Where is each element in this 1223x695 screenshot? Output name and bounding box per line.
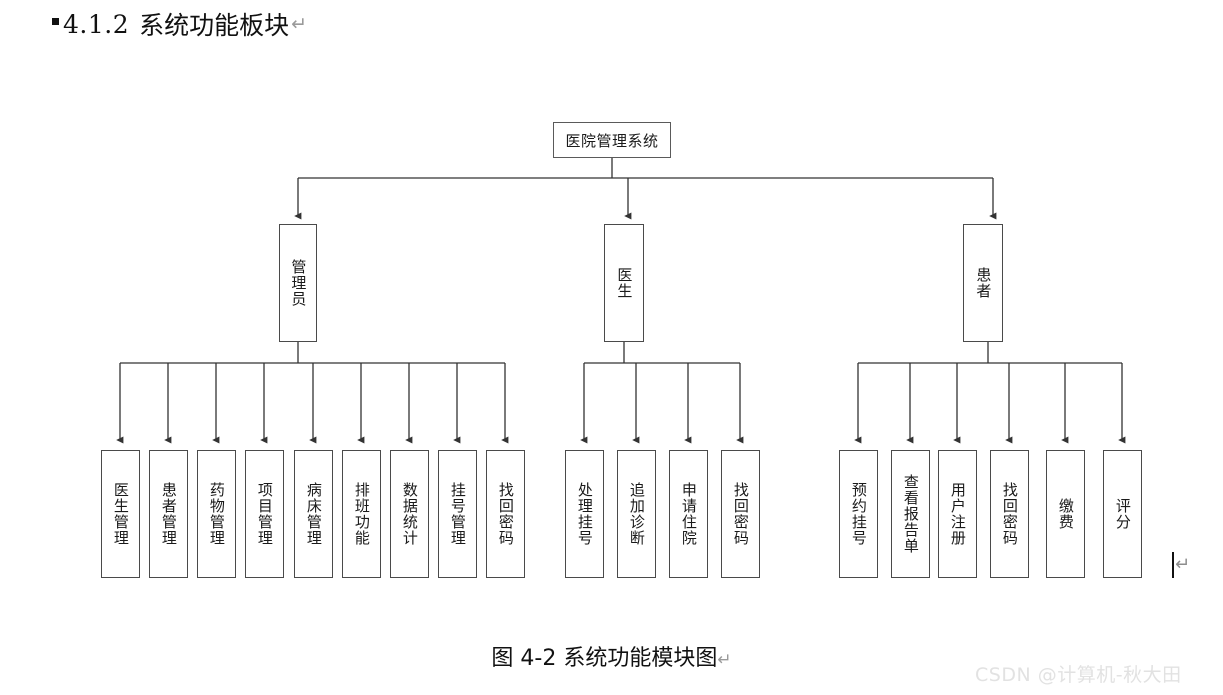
pilcrow-icon: ↵ — [291, 13, 308, 35]
page-heading: 4.1.2 系统功能板块 ↵ — [52, 6, 307, 42]
leaf-user-registration[interactable]: 用户注册 — [938, 450, 977, 578]
node-label: 申请住院 — [679, 482, 698, 546]
leaf-patient-retrieve-password[interactable]: 找回密码 — [990, 450, 1029, 578]
square-bullet-icon — [52, 17, 59, 25]
node-label: 排班功能 — [352, 482, 371, 546]
leaf-payment[interactable]: 缴费 — [1046, 450, 1085, 578]
watermark: CSDN @计算机-秋大田 — [975, 664, 1182, 686]
node-label: 医生 — [615, 267, 634, 299]
leaf-apply-hospitalization[interactable]: 申请住院 — [669, 450, 708, 578]
leaf-doctor-retrieve-password[interactable]: 找回密码 — [721, 450, 760, 578]
leaf-rating[interactable]: 评分 — [1103, 450, 1142, 578]
figure-caption: 图 4-2 系统功能模块图↵ — [0, 640, 1223, 672]
leaf-add-diagnosis[interactable]: 追加诊断 — [617, 450, 656, 578]
node-label: 找回密码 — [496, 482, 515, 546]
leaf-drug-management[interactable]: 药物管理 — [197, 450, 236, 578]
heading-title: 系统功能板块 — [139, 11, 290, 40]
node-label: 追加诊断 — [627, 482, 646, 546]
leaf-admin-retrieve-password[interactable]: 找回密码 — [486, 450, 525, 578]
node-label: 管理员 — [289, 259, 308, 307]
node-label: 用户注册 — [948, 482, 967, 546]
pilcrow-icon: ↵ — [717, 650, 732, 670]
figure-caption-text: 图 4-2 系统功能模块图 — [491, 646, 718, 671]
leaf-scheduling-function[interactable]: 排班功能 — [342, 450, 381, 578]
node-label: 查看报告单 — [901, 474, 920, 554]
node-label: 找回密码 — [1000, 482, 1019, 546]
node-label: 医院管理系统 — [565, 131, 659, 150]
leaf-registration-management[interactable]: 挂号管理 — [438, 450, 477, 578]
heading-number: 4.1.2 — [63, 9, 130, 39]
leaf-doctor-management[interactable]: 医生管理 — [101, 450, 140, 578]
node-label: 挂号管理 — [448, 482, 467, 546]
leaf-data-statistics[interactable]: 数据统计 — [390, 450, 429, 578]
leaf-process-registration[interactable]: 处理挂号 — [565, 450, 604, 578]
node-label: 患者管理 — [159, 482, 178, 546]
text-caret: ↵ — [1172, 552, 1190, 578]
node-root-hospital-management-system[interactable]: 医院管理系统 — [553, 122, 671, 158]
node-label: 预约挂号 — [849, 482, 868, 546]
leaf-patient-management[interactable]: 患者管理 — [149, 450, 188, 578]
node-label: 数据统计 — [400, 482, 419, 546]
node-admin[interactable]: 管理员 — [279, 224, 317, 342]
node-label: 医生管理 — [111, 482, 130, 546]
leaf-bed-management[interactable]: 病床管理 — [294, 450, 333, 578]
node-label: 病床管理 — [304, 482, 323, 546]
leaf-project-management[interactable]: 项目管理 — [245, 450, 284, 578]
node-label: 评分 — [1113, 498, 1132, 530]
caret-bar-icon — [1172, 552, 1174, 578]
leaf-view-report[interactable]: 查看报告单 — [891, 450, 930, 578]
node-label: 处理挂号 — [575, 482, 594, 546]
node-label: 缴费 — [1056, 498, 1075, 530]
node-label: 药物管理 — [207, 482, 226, 546]
leaf-appointment-registration[interactable]: 预约挂号 — [839, 450, 878, 578]
pilcrow-icon: ↵ — [1175, 554, 1191, 575]
node-label: 项目管理 — [255, 482, 274, 546]
node-label: 患者 — [974, 267, 993, 299]
node-label: 找回密码 — [731, 482, 750, 546]
node-patient[interactable]: 患者 — [963, 224, 1003, 342]
node-doctor[interactable]: 医生 — [604, 224, 644, 342]
